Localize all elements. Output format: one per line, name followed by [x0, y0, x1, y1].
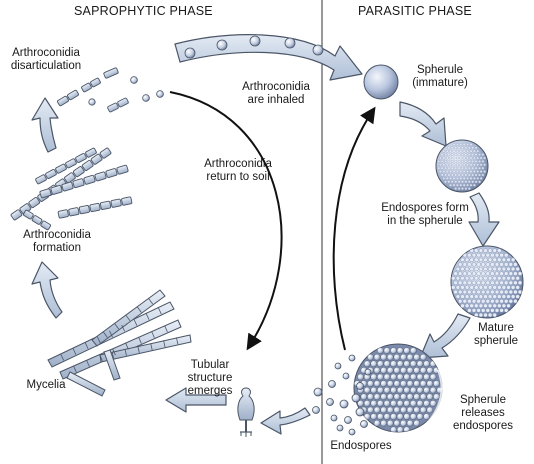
arrow-to-tubular: [260, 407, 311, 435]
releasing-endospores-cluster: [354, 347, 442, 432]
label-inhaled: Arthroconidia are inhaled: [242, 81, 310, 106]
arrow-to-formation: [31, 261, 63, 319]
reinfection-arrow: [332, 106, 376, 351]
label-spherule-immature: Spherule (immature): [412, 64, 468, 89]
scattered-endospores: [312, 354, 372, 436]
disarticulating-arthroconidia: [57, 67, 164, 113]
label-disarticulation: Arthroconidia disarticulation: [10, 47, 82, 72]
label-endospores-form: Endospores form in the spherule: [381, 202, 469, 227]
parasitic-phase-title: PARASITIC PHASE: [358, 4, 472, 18]
mature-endospores-texture: [451, 248, 523, 318]
arrow-to-mycelia: [165, 387, 227, 413]
label-mature-spherule: Mature spherule: [473, 322, 519, 347]
arrow-to-mature: [468, 192, 500, 247]
tubular-structure: [237, 387, 255, 437]
spherule-immature: [363, 64, 399, 100]
label-spherule-releases: Spherule releases endospores: [452, 394, 514, 432]
label-formation: Arthroconidia formation: [23, 229, 91, 254]
label-mycelia: Mycelia: [26, 379, 66, 391]
arrow-to-disarticulation: [31, 97, 59, 153]
inhaled-arthroconidia: [184, 35, 324, 59]
forming-endospores-texture: [437, 142, 487, 191]
arthroconidia-formation-chains: [10, 147, 133, 231]
saprophytic-phase-title: SAPROPHYTIC PHASE: [74, 4, 213, 18]
label-tubular-structure: Tubular structure emerges: [187, 359, 233, 397]
arrow-to-release: [419, 313, 471, 359]
inhaled-arrow: [174, 34, 363, 81]
label-return-to-soil: Arthroconidia return to soil: [204, 158, 272, 183]
return-to-soil-arrow: [169, 91, 283, 351]
arrow-to-endospores-form: [399, 101, 447, 147]
label-endospores: Endospores: [330, 440, 392, 452]
mycelia-septa: [60, 298, 179, 373]
